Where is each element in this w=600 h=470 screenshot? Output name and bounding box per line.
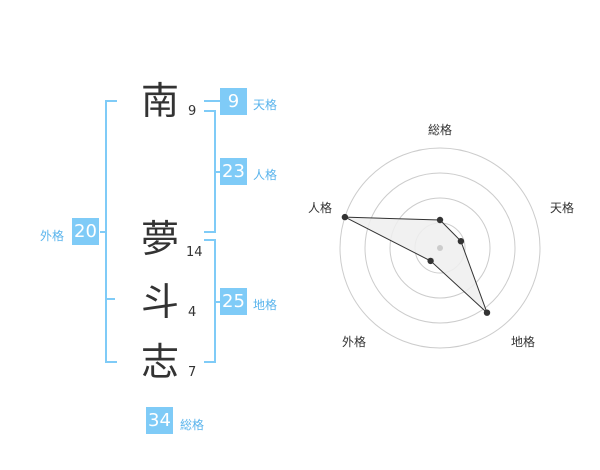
radar-point-2 bbox=[483, 309, 491, 316]
gaikaku-bracket-mid bbox=[105, 298, 115, 300]
stroke-count-2: 14 bbox=[186, 245, 203, 260]
radar-chart: 総格 天格 地格 外格 人格 bbox=[308, 122, 574, 349]
axis-label-tenkaku: 天格 bbox=[550, 200, 574, 215]
name-char-1: 南 bbox=[141, 79, 180, 123]
chikaku-connector bbox=[214, 301, 220, 303]
name-char-4: 志 bbox=[141, 340, 180, 384]
jinkaku-connector bbox=[214, 171, 220, 173]
radar-grid bbox=[339, 147, 541, 349]
gaikaku-bracket bbox=[105, 100, 117, 363]
radar-grid-ring bbox=[389, 197, 491, 299]
gaikaku-label: 外格 bbox=[40, 229, 65, 243]
radar-grid-ring bbox=[364, 172, 516, 324]
gaikaku-connector bbox=[100, 231, 106, 233]
jinkaku-badge: 23 bbox=[220, 158, 247, 185]
axis-label-jinkaku: 人格 bbox=[308, 200, 332, 215]
stroke-count-3: 4 bbox=[188, 305, 197, 320]
axis-label-chikaku: 地格 bbox=[511, 334, 535, 349]
tenkaku-label: 天格 bbox=[253, 98, 278, 112]
name-char-2: 夢 bbox=[141, 217, 180, 261]
radar-point-1 bbox=[457, 238, 465, 245]
radar-point-0 bbox=[436, 216, 444, 224]
gaikaku-badge: 20 bbox=[72, 218, 99, 245]
tenkaku-badge: 9 bbox=[220, 88, 247, 115]
chikaku-label: 地格 bbox=[253, 298, 278, 312]
radar-points bbox=[341, 213, 491, 316]
tenkaku-connector bbox=[204, 100, 220, 102]
soukaku-label: 総格 bbox=[180, 418, 205, 432]
axis-label-gaikaku: 外格 bbox=[342, 334, 366, 349]
chikaku-badge: 25 bbox=[220, 288, 247, 315]
soukaku-badge: 34 bbox=[146, 407, 173, 434]
radar-center-dot bbox=[437, 245, 443, 251]
radar-point-4 bbox=[341, 213, 349, 221]
stroke-count-1: 9 bbox=[188, 104, 197, 119]
radar-point-3 bbox=[427, 257, 434, 265]
jinkaku-label: 人格 bbox=[253, 168, 278, 182]
name-char-3: 斗 bbox=[141, 280, 180, 324]
axis-label-soukaku: 総格 bbox=[428, 122, 452, 137]
radar-grid-ring bbox=[339, 147, 541, 349]
radar-polygon bbox=[344, 216, 488, 314]
stroke-count-4: 7 bbox=[188, 365, 197, 380]
